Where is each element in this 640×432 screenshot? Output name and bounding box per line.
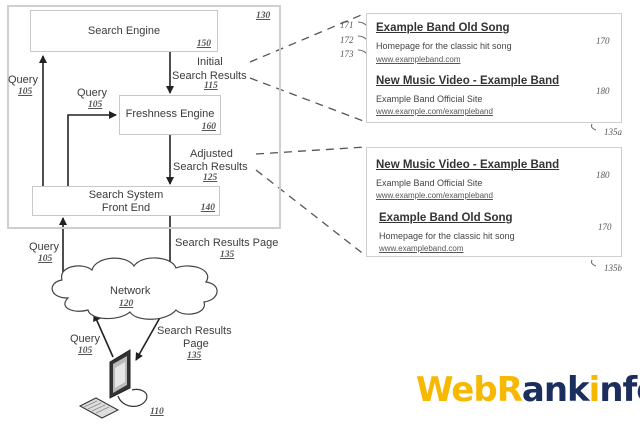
ref-initial-results: 115 xyxy=(204,81,218,91)
serp-adjusted: New Music Video - Example Band Example B… xyxy=(366,147,622,257)
ref-170-a: 170 xyxy=(596,36,610,46)
result-url: www.exampleband.com xyxy=(376,55,461,64)
ref-results-page-network: 135 xyxy=(220,250,235,260)
arrow-query-client-to-network xyxy=(93,313,114,358)
result-snippet: Homepage for the classic hit song xyxy=(379,231,515,241)
ref-query-client: 105 xyxy=(78,346,93,356)
ref-client: 110 xyxy=(150,407,164,417)
label-results-page-client-1: Search Results xyxy=(157,325,232,337)
label-adjusted-results-1: Adjusted xyxy=(190,148,233,160)
dashed-link-adjusted-top xyxy=(255,146,367,155)
result-snippet: Homepage for the classic hit song xyxy=(376,41,512,51)
ref-network: 120 xyxy=(119,299,134,309)
result-url: www.example.com/exampleband xyxy=(376,107,493,116)
dashed-link-initial-top xyxy=(249,12,367,63)
ref-172: 172 xyxy=(340,35,354,45)
ref-adjusted-results: 125 xyxy=(203,173,218,183)
ref-170-b: 170 xyxy=(598,222,612,232)
serp-initial: Example Band Old Song Homepage for the c… xyxy=(366,13,622,123)
ref-freshness-engine: 160 xyxy=(201,122,216,132)
ref-180-a: 180 xyxy=(596,86,610,96)
freshness-engine-box: Freshness Engine 160 xyxy=(119,95,221,135)
arrow-results-network-to-client xyxy=(135,313,163,361)
ref-system: 130 xyxy=(256,11,271,21)
freshness-engine-label: Freshness Engine xyxy=(125,108,215,120)
label-results-page-client-2: Page xyxy=(183,338,209,350)
label-initial-results-1: Initial xyxy=(197,56,223,68)
dashed-link-adjusted-bottom xyxy=(255,169,367,257)
network-cloud xyxy=(51,257,218,320)
front-end-label-line2: Front End xyxy=(101,202,151,214)
ref-search-engine: 150 xyxy=(196,39,211,49)
ref-results-page-client: 135 xyxy=(187,351,202,361)
client-computer-icon xyxy=(78,349,148,419)
ref-query-network: 105 xyxy=(38,254,53,264)
webrankinfo-logo: WebRankinfo xyxy=(416,370,640,410)
result-title: New Music Video - Example Band xyxy=(376,75,560,87)
result-title: New Music Video - Example Band xyxy=(376,159,560,171)
ref-front-end: 140 xyxy=(200,203,215,213)
result-url: www.example.com/exampleband xyxy=(376,191,493,200)
label-adjusted-results-2: Search Results xyxy=(173,161,248,173)
search-engine-label: Search Engine xyxy=(87,25,161,37)
ref-171: 171 xyxy=(340,20,354,30)
label-query-client: Query xyxy=(70,333,100,345)
label-results-page-network: Search Results Page xyxy=(175,237,279,249)
front-end-box: Search System Front End 140 xyxy=(32,186,220,216)
dashed-link-initial-bottom xyxy=(249,77,367,123)
label-query-top: Query xyxy=(8,74,38,86)
result-title: Example Band Old Song xyxy=(379,212,513,224)
ref-query-top: 105 xyxy=(18,87,33,97)
network-label: Network xyxy=(110,285,151,297)
result-title: Example Band Old Song xyxy=(376,22,510,34)
ref-135a: 135a xyxy=(604,127,622,137)
label-query-network: Query xyxy=(29,241,59,253)
ref-135b: 135b xyxy=(604,263,622,273)
arrow-query-to-freshness-engine xyxy=(67,111,117,186)
label-query-fresh: Query xyxy=(77,87,107,99)
ref-173: 173 xyxy=(340,49,354,59)
result-url: www.exampleband.com xyxy=(379,244,464,253)
front-end-label-line1: Search System xyxy=(88,189,164,201)
result-snippet: Example Band Official Site xyxy=(376,178,483,188)
search-engine-box: Search Engine 150 xyxy=(30,10,218,52)
result-snippet: Example Band Official Site xyxy=(376,94,483,104)
ref-query-fresh: 105 xyxy=(88,100,103,110)
label-initial-results-2: Search Results xyxy=(172,70,247,82)
search-system-box xyxy=(7,5,281,229)
ref-180-b: 180 xyxy=(596,170,610,180)
